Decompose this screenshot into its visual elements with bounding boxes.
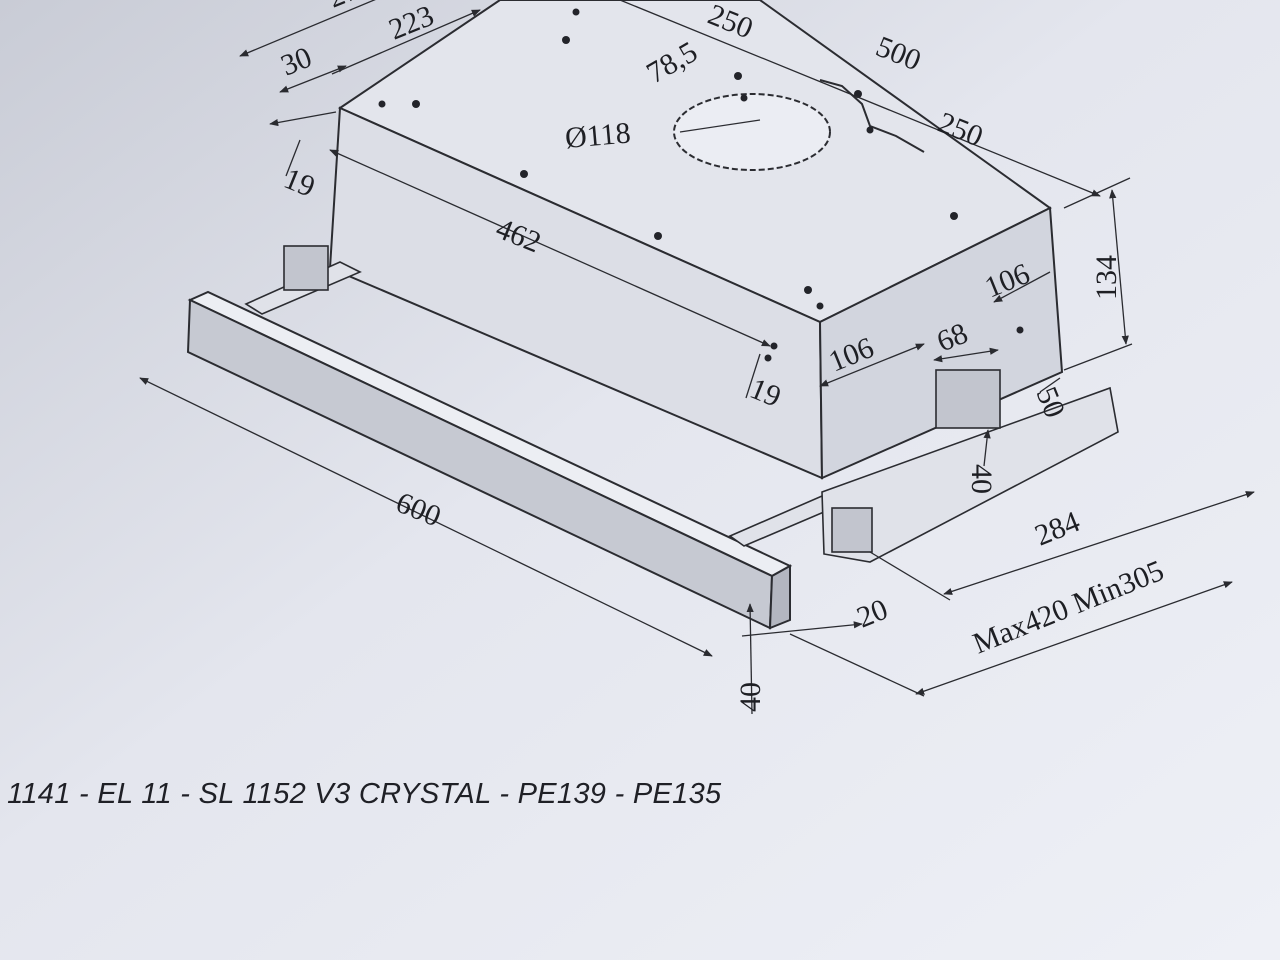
model-caption: l 1141 - EL 11 - SL 1152 V3 CRYSTAL - PE… [0,778,1280,811]
dim-diameter-118: Ø118 [564,116,632,155]
dimension-lines [139,0,1255,715]
dim-40-left: 40 [734,682,767,712]
dim-40-right: 40 [965,464,998,494]
dim-134: 134 [1090,255,1123,300]
mounting-brackets [283,245,1001,553]
model-caption-text: l 1141 - EL 11 - SL 1152 V3 CRYSTAL - PE… [0,778,722,810]
duct-outlet [673,93,831,171]
